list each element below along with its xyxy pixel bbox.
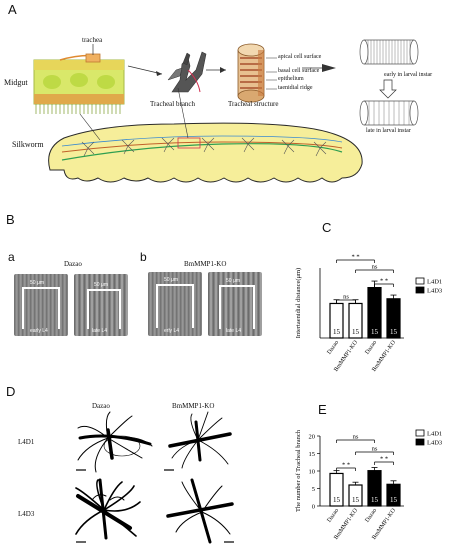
scale-bracket-1 <box>22 287 60 329</box>
panel-d-tracheae <box>75 411 234 544</box>
legend-label: L4D1 <box>427 279 442 286</box>
late-instar-label: late in larval instar <box>366 128 411 134</box>
basal-label: basal cell surface <box>278 68 320 74</box>
trachea-label: trachea <box>82 36 103 44</box>
panel-c-letter: C <box>322 220 332 235</box>
scale-text-1: 50 μm <box>30 280 44 286</box>
significance-label: * * <box>380 456 388 463</box>
chart-c: Intertaenidial distance(μm)15Dazao15BmMM… <box>295 254 442 373</box>
cylinder-early <box>359 39 419 65</box>
significance-label: * * <box>380 278 388 285</box>
panel-b-letter: B <box>6 212 15 227</box>
legend-swatch <box>415 277 425 285</box>
panel-d-row-l4d3: L4D3 <box>18 510 35 518</box>
significance-label: ns <box>372 264 378 271</box>
n-label: 15 <box>352 496 360 504</box>
bar <box>348 302 363 339</box>
bar <box>367 286 382 339</box>
y-tick-label: 15 <box>309 451 316 458</box>
tracheal-branch-drawing <box>167 51 207 93</box>
scale-bracket-3 <box>156 284 194 328</box>
chart-e: 0 5 10 15 20 The number of Tracheal branch 15D… <box>295 429 442 541</box>
down-arrow <box>379 79 397 99</box>
midgut-drawing <box>33 44 125 114</box>
silkworm-drawing <box>48 87 363 183</box>
y-tick-label: 0 <box>312 504 315 511</box>
legend-label: L4D1 <box>427 431 442 438</box>
panel-b-sub-b: b <box>140 250 147 264</box>
tracheal-branch-label: Tracheal branch <box>150 100 196 108</box>
category-label: Dazao <box>326 508 340 524</box>
trachea-ko-l4d1 <box>168 411 232 469</box>
panel-d-row-l4d1: L4D1 <box>18 438 35 446</box>
significance-label: * * <box>351 254 359 261</box>
scale-text-2: 50 μm <box>94 282 108 288</box>
bar <box>329 302 344 339</box>
epithelium-label: epithelium <box>278 76 304 82</box>
stage-ko-early: erly L4 <box>164 328 180 334</box>
category-label: Dazao <box>364 340 378 356</box>
panel-a-letter: A <box>8 2 17 17</box>
n-label: 15 <box>371 328 379 336</box>
y-axis-label: The number of Tracheal branch <box>295 429 302 512</box>
scale-bracket-4 <box>219 285 255 329</box>
category-label: Dazao <box>326 340 340 356</box>
early-instar-label: early in larval instar <box>384 72 433 78</box>
n-label: 15 <box>352 328 360 336</box>
y-tick-label: 5 <box>312 486 315 493</box>
category-label: Dazao <box>364 508 378 524</box>
silkworm-label: Silkworm <box>12 140 44 149</box>
significance-label: * * <box>342 462 350 469</box>
significance-label: ns <box>372 446 378 453</box>
panel-d-title-ko: BmMMP1-KO <box>172 402 215 410</box>
legend-swatch <box>415 286 425 294</box>
midgut-label: Midgut <box>4 78 28 87</box>
significance-label: ns <box>353 434 359 441</box>
panel-d-title-dazao: Dazao <box>92 402 110 410</box>
tracheal-structure-drawing <box>237 43 277 103</box>
n-label: 15 <box>333 328 341 336</box>
panel-b-title-ko: BmMMP1-KO <box>184 260 227 268</box>
y-tick-label: 20 <box>309 434 316 441</box>
stage-dazao-late: late L4 <box>92 328 108 334</box>
scale-text-3: 50 μm <box>164 277 178 283</box>
legend-label: L4D3 <box>427 288 442 295</box>
y-tick-label: 10 <box>309 469 316 476</box>
apical-label: apical cell surface <box>278 54 322 60</box>
tracheal-structure-label: Tracheal structure <box>228 100 279 108</box>
panel-a-illustration <box>33 39 419 183</box>
panel-b-sub-a: a <box>8 250 15 264</box>
panel-b-title-dazao: Dazao <box>64 260 82 268</box>
n-label: 15 <box>390 496 398 504</box>
cylinder-late <box>359 100 419 126</box>
y-axis-label: Intertaenidial distance(μm) <box>295 268 302 338</box>
stage-dazao-early: early L4 <box>30 328 48 334</box>
trachea-dazao-l4d1 <box>77 411 153 473</box>
legend-swatch <box>415 429 425 437</box>
panel-e-letter: E <box>318 402 327 417</box>
legend-label: L4D3 <box>427 440 442 447</box>
taenidial-label: taenidial ridge <box>278 85 313 91</box>
panel-d-letter: D <box>6 384 16 399</box>
significance-label: ns <box>343 294 349 301</box>
scale-bars <box>76 469 234 543</box>
trachea-dazao-l4d3 <box>75 478 141 540</box>
n-label: 15 <box>333 496 341 504</box>
trachea-ko-l4d3 <box>166 478 234 544</box>
legend-swatch <box>415 438 425 446</box>
stage-ko-late: late L4 <box>226 328 242 334</box>
n-label: 15 <box>390 328 398 336</box>
n-label: 15 <box>371 496 379 504</box>
bar <box>329 472 344 507</box>
scale-text-4: 50 μm <box>226 278 240 284</box>
scale-bracket-2 <box>87 289 121 329</box>
